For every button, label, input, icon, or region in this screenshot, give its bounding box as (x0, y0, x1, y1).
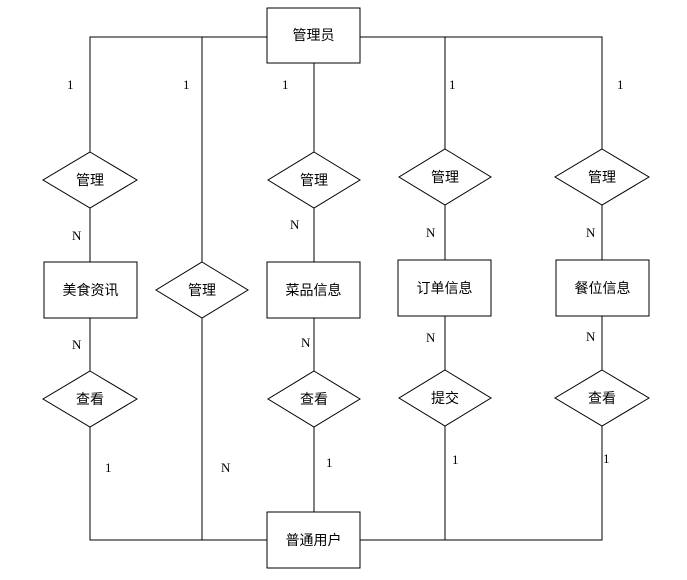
cardinality-order-submit-one: 1 (452, 452, 459, 467)
cardinality-admin-user-one: 1 (183, 77, 190, 92)
entity-user: 普通用户 (266, 511, 361, 569)
edge-admin-manage-order (360, 36, 446, 149)
entity-seat-info-label: 餐位信息 (575, 280, 631, 297)
entity-dish-info: 菜品信息 (266, 261, 361, 319)
relationship-manage-food-news: 管理 (42, 151, 138, 209)
edge-admin-manage-seat (360, 36, 603, 149)
cardinality-labels: 1 N 1 N 1 N 1 N 1 N N 1 N 1 N 1 N 1 (67, 77, 624, 475)
cardinality-admin-dish-one: 1 (282, 77, 289, 92)
entity-user-label: 普通用户 (286, 532, 342, 549)
cardinality-admin-seat-one: 1 (617, 77, 624, 92)
entity-admin-label: 管理员 (293, 28, 335, 44)
relationship-submit-order-label: 提交 (431, 390, 459, 407)
entity-food-news-label: 美食资讯 (63, 282, 119, 299)
relationship-view-seat-label: 查看 (588, 391, 616, 407)
entity-seat-info: 餐位信息 (555, 259, 650, 317)
cardinality-food-news-view-many: N (72, 337, 82, 352)
cardinality-admin-food-news-one: 1 (67, 77, 74, 92)
cardinality-food-news-view-one: 1 (105, 460, 112, 475)
entity-food-news: 美食资讯 (43, 261, 138, 319)
cardinality-seat-many: N (586, 225, 596, 240)
relationship-submit-order: 提交 (398, 369, 492, 427)
entity-order-info: 订单信息 (397, 259, 492, 317)
cardinality-order-many: N (426, 225, 436, 240)
relationship-manage-user: 管理 (155, 261, 249, 319)
cardinality-admin-order-one: 1 (449, 77, 456, 92)
entity-admin: 管理员 (266, 7, 361, 64)
relationship-manage-seat-label: 管理 (588, 170, 616, 186)
cardinality-food-news-many: N (72, 228, 82, 243)
relationship-manage-order-label: 管理 (431, 170, 459, 186)
cardinality-seat-view-many: N (586, 329, 596, 344)
relationship-manage-dish-label: 管理 (300, 173, 328, 189)
entity-dish-info-label: 菜品信息 (286, 282, 342, 299)
relationship-view-food-news-label: 查看 (76, 392, 104, 408)
relationship-view-seat: 查看 (554, 369, 650, 427)
relationship-manage-seat: 管理 (554, 148, 650, 206)
cardinality-user-many: N (221, 460, 231, 475)
relationship-manage-order: 管理 (398, 148, 492, 206)
relationship-manage-dish: 管理 (267, 151, 361, 209)
entity-order-info-label: 订单信息 (417, 280, 473, 297)
edge-view-food-news-user (89, 427, 267, 541)
cardinality-dish-view-many: N (301, 335, 311, 350)
cardinality-dish-view-one: 1 (326, 455, 333, 470)
connector-lines (89, 36, 603, 541)
cardinality-dish-many: N (290, 217, 300, 232)
edge-view-seat-user (445, 426, 603, 541)
relationship-view-dish-label: 查看 (300, 392, 328, 408)
relationship-view-food-news: 查看 (42, 370, 138, 428)
edge-admin-manage-user (201, 36, 267, 262)
cardinality-seat-view-one: 1 (603, 451, 610, 466)
relationship-manage-user-label: 管理 (188, 283, 216, 299)
relationship-view-dish: 查看 (267, 370, 361, 428)
edge-submit-order-user (360, 426, 446, 541)
relationship-manage-food-news-label: 管理 (76, 173, 104, 189)
edge-admin-manage-food-news (89, 36, 267, 152)
cardinality-order-submit-many: N (426, 330, 436, 345)
